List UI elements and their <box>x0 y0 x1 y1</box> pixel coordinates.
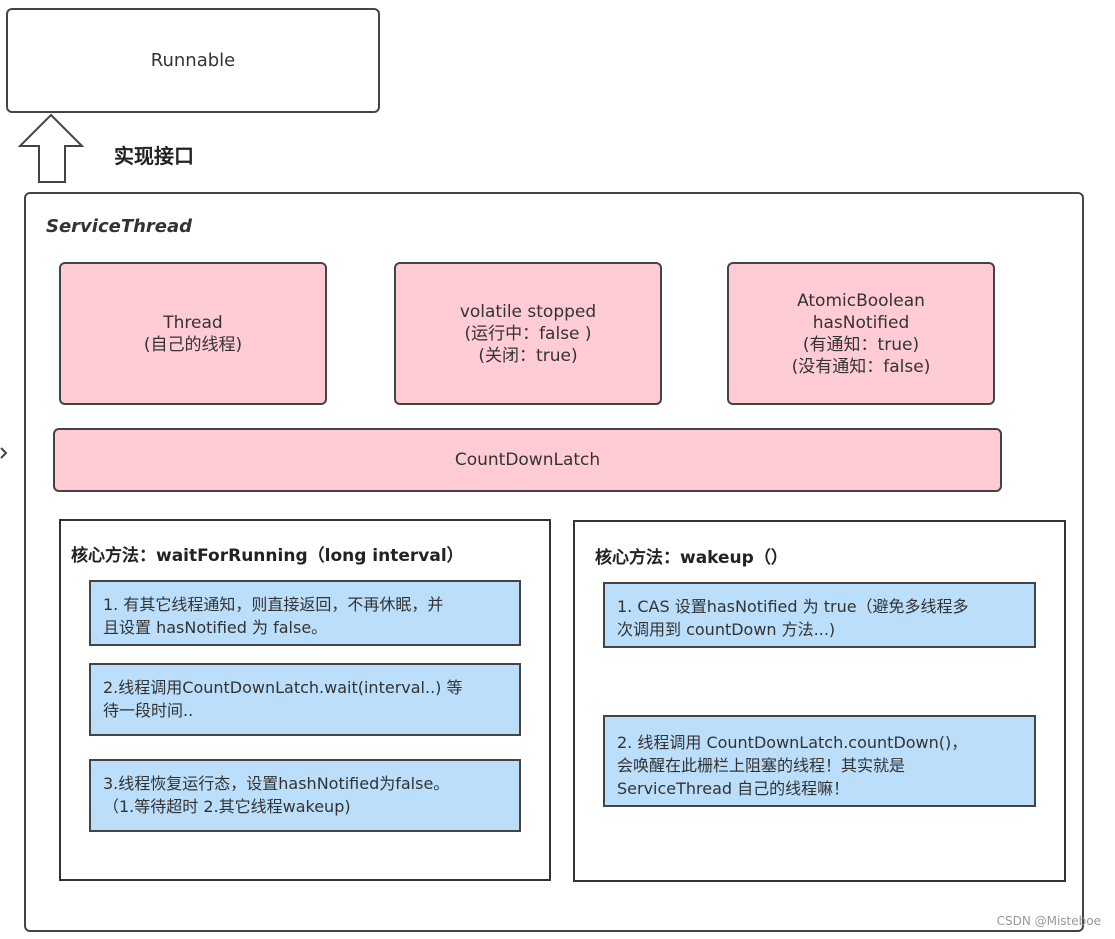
wakeup-step-2: 2. 线程调用 CountDownLatch.countDown()， 会唤醒在… <box>603 715 1036 807</box>
latch-label: CountDownLatch <box>454 450 601 470</box>
watermark: CSDN @Misteboe <box>996 914 1101 928</box>
implements-arrow-icon <box>18 113 85 183</box>
edge-chevron-icon <box>0 447 8 459</box>
field-line: (关闭：true) <box>478 345 578 366</box>
step-line: 且设置 hasNotified 为 false。 <box>103 618 328 637</box>
step-line: 1. CAS 设置hasNotified 为 true（避免多线程多 <box>617 597 969 616</box>
field-line: (有通知：true) <box>802 334 920 355</box>
field-line: Thread <box>163 312 223 333</box>
service-thread-title: ServiceThread <box>46 216 193 237</box>
field-line: AtomicBoolean <box>797 290 925 311</box>
step-line: 3.线程恢复运行态，设置hashNotified为false。 <box>103 774 450 793</box>
step-line: （1.等待超时 2.其它线程wakeup) <box>103 797 351 816</box>
wakeup-step-1: 1. CAS 设置hasNotified 为 true（避免多线程多 次调用到 … <box>603 582 1036 648</box>
step-line: 待一段时间.. <box>103 701 194 720</box>
step-line: ServiceThread 自己的线程嘛！ <box>617 779 850 798</box>
runnable-label: Runnable <box>150 50 236 71</box>
wakeup-method-panel <box>573 520 1066 882</box>
field-line: volatile stopped <box>459 301 597 322</box>
wait-step-2: 2.线程调用CountDownLatch.wait(interval..) 等 … <box>89 663 521 736</box>
wait-step-1: 1. 有其它线程通知，则直接返回，不再休眠，并 且设置 hasNotified … <box>89 580 521 646</box>
wakeup-method-title: 核心方法：wakeup（） <box>595 548 788 568</box>
implements-label: 实现接口 <box>114 144 194 168</box>
field-countdownlatch: CountDownLatch <box>53 428 1002 492</box>
field-volatile-stopped: volatile stopped (运行中：false ) (关闭：true) <box>394 262 662 405</box>
step-line: 1. 有其它线程通知，则直接返回，不再休眠，并 <box>103 595 444 614</box>
field-thread: Thread (自己的线程) <box>59 262 327 405</box>
field-line: (没有通知：false) <box>791 356 931 377</box>
runnable-box: Runnable <box>6 8 380 113</box>
step-line: 次调用到 countDown 方法...) <box>617 620 836 639</box>
step-line: 会唤醒在此栅栏上阻塞的线程！其实就是 <box>617 756 906 775</box>
field-line: (运行中：false ) <box>464 323 592 344</box>
wait-method-title: 核心方法：waitForRunning（long interval） <box>71 546 464 566</box>
field-line: (自己的线程) <box>143 334 243 355</box>
step-line: 2. 线程调用 CountDownLatch.countDown()， <box>617 733 968 752</box>
step-line: 2.线程调用CountDownLatch.wait(interval..) 等 <box>103 678 463 697</box>
field-atomic-boolean: AtomicBoolean hasNotified (有通知：true) (没有… <box>727 262 995 405</box>
field-line: hasNotified <box>812 312 910 333</box>
wait-step-3: 3.线程恢复运行态，设置hashNotified为false。 （1.等待超时 … <box>89 759 521 832</box>
